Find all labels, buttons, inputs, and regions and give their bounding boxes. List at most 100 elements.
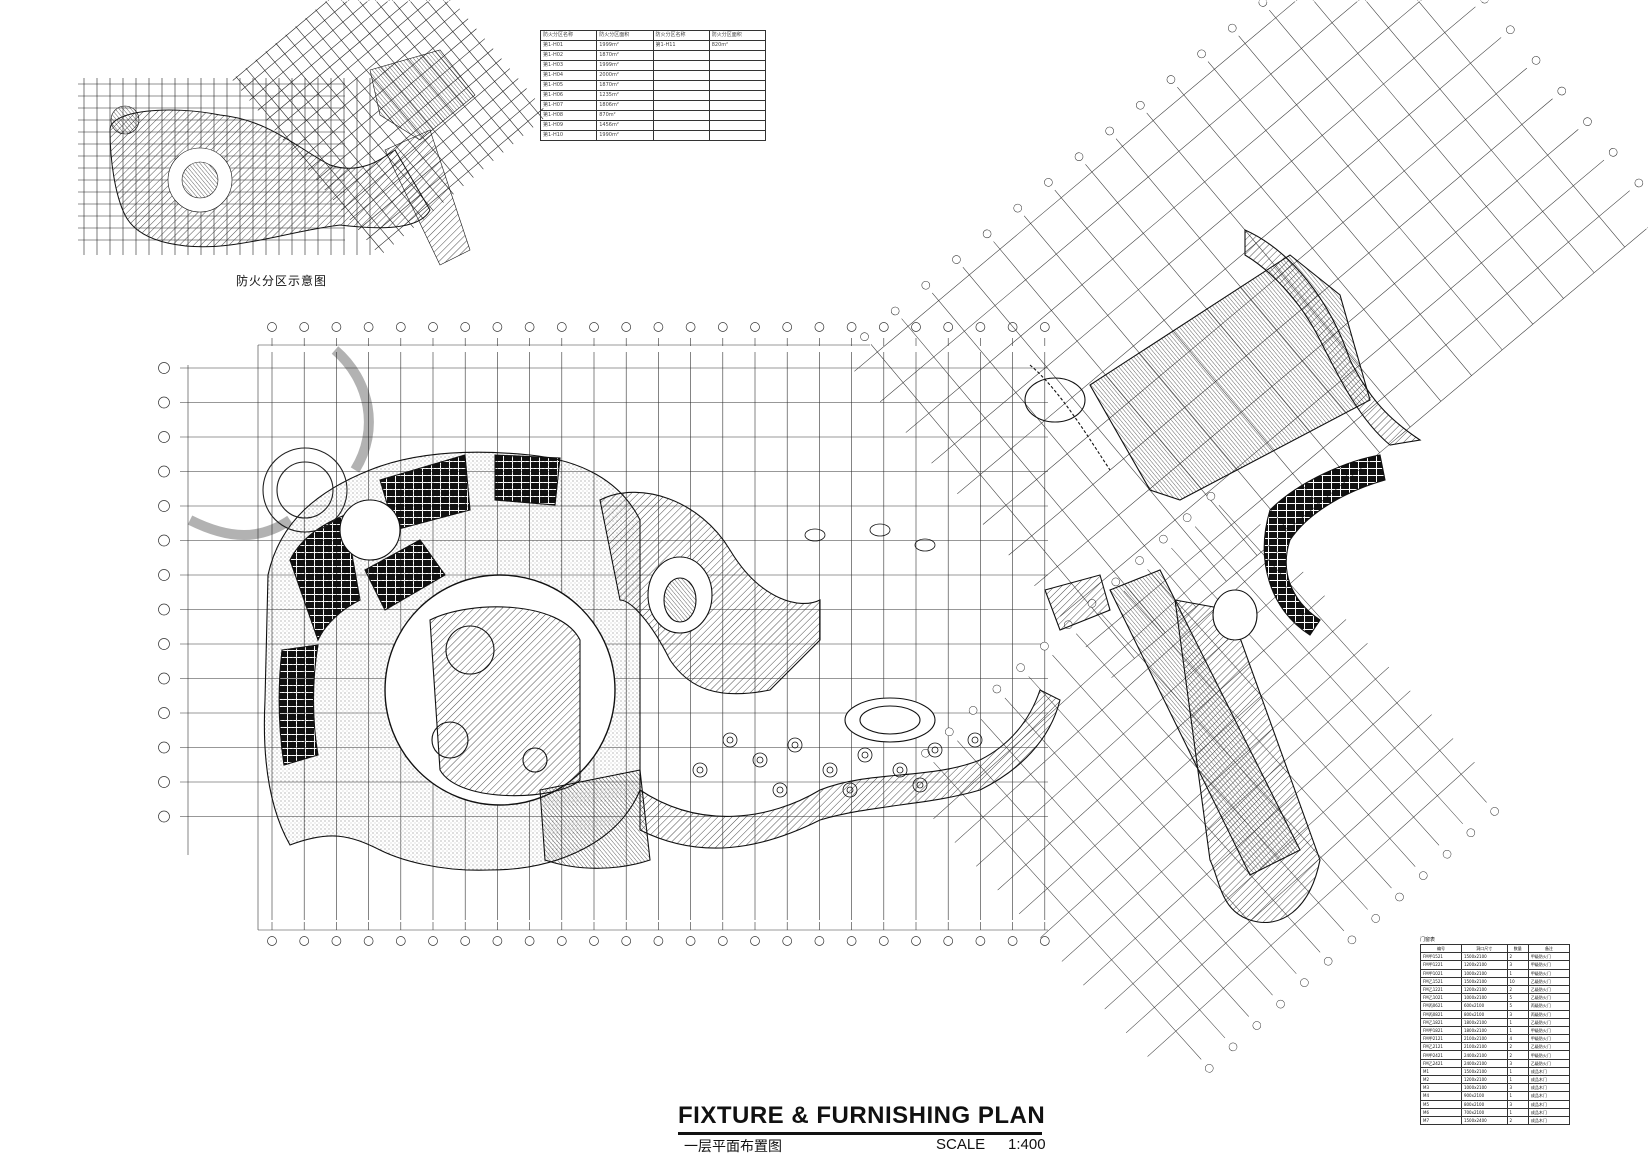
table-cell: 第1-H02 [539, 50, 598, 61]
seating-block [278, 644, 319, 766]
table-cell: 甲级防火门 [1527, 1025, 1571, 1036]
table-cell: FM甲1521 [1420, 952, 1462, 962]
table-cell: 1870m² [596, 50, 654, 61]
table-cell: 1 [1506, 1107, 1529, 1117]
building-plan [187, 229, 1422, 924]
table-cell: 甲级防火门 [1527, 960, 1571, 970]
table-cell: 第1-H03 [539, 60, 598, 71]
table-cell: FM乙2121 [1420, 1042, 1462, 1052]
table-cell: 第1-H05 [539, 80, 598, 91]
table-row: 防火分区名称防火分区面积防火分区名称防火分区面积 [539, 30, 767, 41]
table-cell [652, 120, 710, 131]
table-cell: 成品木门 [1527, 1066, 1571, 1077]
table-cell: 820m² [708, 40, 767, 51]
table-cell: M6 [1420, 1107, 1462, 1117]
table-cell: 2000m² [596, 70, 654, 81]
table-cell: 5 [1506, 1001, 1529, 1011]
table-cell: 1000x2100 [1460, 1083, 1508, 1093]
table-cell: 1 [1506, 1025, 1529, 1036]
table-cell [652, 90, 710, 101]
table-cell [652, 130, 710, 141]
table-cell [708, 110, 767, 121]
table-cell: 丙级防火门 [1527, 1001, 1571, 1011]
table-cell: 800x2100 [1460, 1009, 1508, 1019]
table-header-cell: 编号 [1420, 943, 1462, 954]
drawing-subtitle: 一层平面布置图 [684, 1139, 782, 1155]
table-cell: FM丙0821 [1420, 1009, 1462, 1019]
table-cell: 2 [1506, 952, 1529, 962]
table-cell: FM丙0621 [1420, 1001, 1462, 1011]
table-cell: 成品木门 [1527, 1091, 1571, 1101]
table-cell: 1800x2100 [1460, 1017, 1508, 1027]
seating-block [494, 454, 561, 506]
table-cell: FM甲1221 [1420, 960, 1462, 970]
table-header-cell: 数量 [1506, 943, 1529, 954]
table-cell: 乙级防火门 [1527, 993, 1571, 1003]
table-cell: FM乙1521 [1420, 976, 1462, 986]
table-cell: 第1-H04 [539, 70, 598, 81]
table-cell: 800x2100 [1460, 1099, 1508, 1109]
seating-block [289, 514, 361, 642]
table-cell: 1 [1506, 1091, 1529, 1101]
table-cell: 1800x2100 [1460, 1025, 1508, 1036]
table-cell: 600x2100 [1460, 1001, 1508, 1011]
table-cell: 2100x2100 [1460, 1034, 1508, 1044]
table-cell: 防火分区名称 [652, 30, 710, 41]
table-cell: 1000x2100 [1460, 968, 1508, 978]
table-cell: 乙级防火门 [1527, 1042, 1571, 1052]
door-schedule-caption: 门窗表 [1420, 937, 1436, 943]
title-underline [678, 1132, 1042, 1135]
table-cell: 2 [1506, 1115, 1529, 1126]
key-plan-caption: 防火分区示意图 [236, 274, 328, 288]
table-cell [708, 70, 767, 81]
table-cell: 甲级防火门 [1527, 1034, 1571, 1044]
table-cell: 10 [1506, 976, 1529, 986]
table-cell: 1235m² [596, 90, 654, 101]
table-cell: 1999m² [596, 60, 654, 71]
table-cell: M3 [1420, 1083, 1462, 1093]
table-cell: 防火分区面积 [596, 30, 654, 41]
table-cell [652, 50, 710, 61]
table-cell: 2 [1506, 1050, 1529, 1060]
table-cell: 700x2100 [1460, 1107, 1508, 1117]
table-cell: 乙级防火门 [1527, 1017, 1571, 1027]
table-cell: 第1-H01 [539, 40, 598, 51]
table-header-cell: 洞口尺寸 [1460, 943, 1508, 954]
table-cell: FM乙1821 [1420, 1017, 1462, 1027]
table-cell: FM乙2421 [1420, 1058, 1462, 1068]
table-cell [652, 100, 710, 111]
table-cell: 成品木门 [1527, 1107, 1571, 1117]
table-cell: 1806m² [596, 100, 654, 111]
table-header-cell: 备注 [1527, 943, 1571, 954]
table-cell: 1990m² [596, 130, 654, 141]
table-cell: M7 [1420, 1115, 1462, 1126]
drawing-title: FIXTURE & FURNISHING PLAN [678, 1102, 1046, 1129]
table-cell: 1 [1506, 1017, 1529, 1027]
table-cell: 第1-H09 [539, 120, 598, 131]
table-cell: 成品木门 [1527, 1099, 1571, 1109]
table-cell [708, 60, 767, 71]
table-cell: 4 [1506, 1034, 1529, 1044]
